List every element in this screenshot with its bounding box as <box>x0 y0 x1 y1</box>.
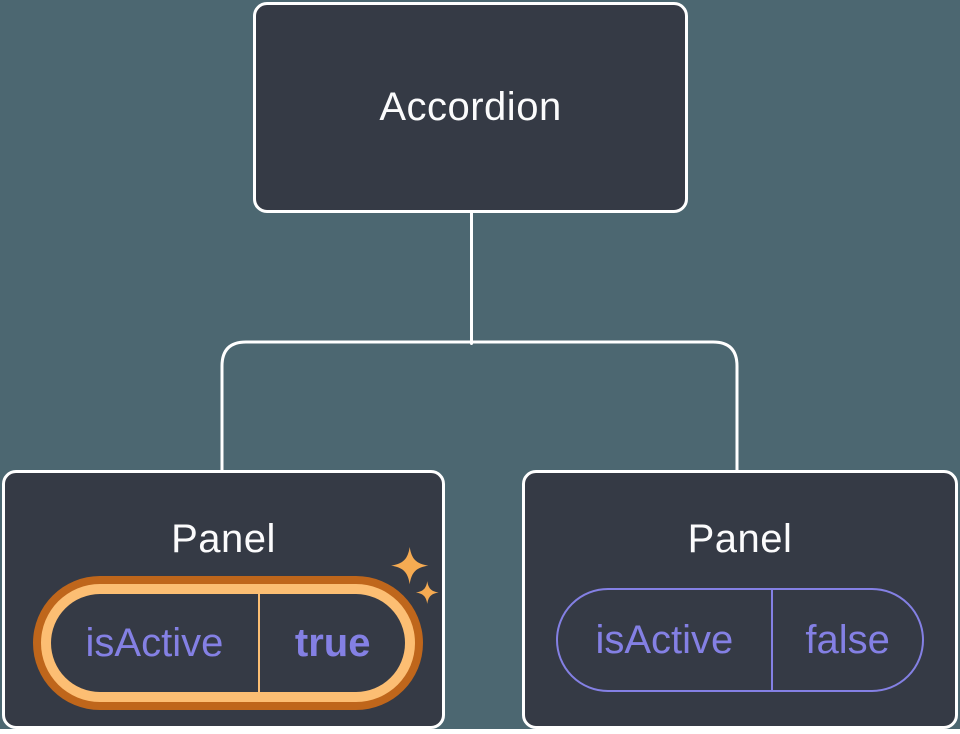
state-key-label: isActive <box>595 617 734 662</box>
state-pill-divider <box>770 590 774 690</box>
state-pill-divider <box>257 594 261 692</box>
state-pill-highlight-ring-inner: isActive true <box>41 584 415 702</box>
page-background-strip <box>0 729 960 734</box>
state-value-label: false <box>805 617 890 662</box>
state-key-label: isActive <box>85 620 224 665</box>
tree-node-panel-inactive: Panel isActive false <box>522 470 958 729</box>
panel-node-label: Panel <box>171 517 276 561</box>
panel-node-label: Panel <box>687 517 793 561</box>
sparkle-small-icon <box>415 581 439 604</box>
state-value-label: true <box>294 620 371 665</box>
state-pill-highlight-ring: isActive true <box>33 576 423 710</box>
accordion-node-label: Accordion <box>379 85 562 129</box>
state-pill-inactive: isActive false <box>556 588 924 692</box>
state-pill-active: isActive true <box>51 594 405 692</box>
tree-node-panel-active: Panel isActive true <box>2 470 445 729</box>
tree-node-accordion: Accordion <box>253 2 688 213</box>
branch-bracket-line <box>220 340 739 470</box>
